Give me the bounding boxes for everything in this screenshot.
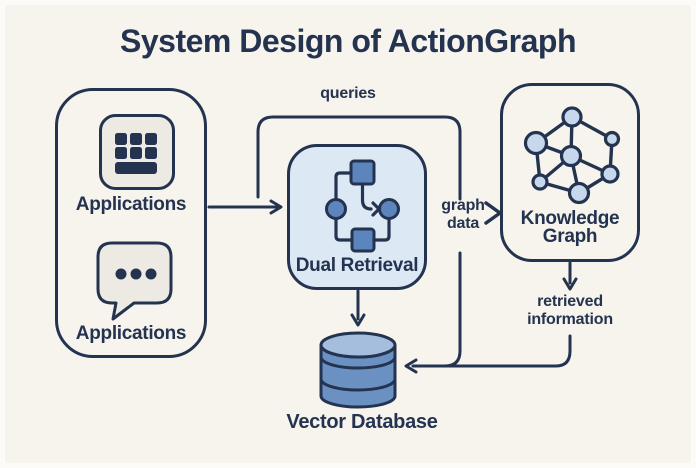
workflow-icon (325, 159, 400, 253)
into-vectordb-arrowhead (404, 358, 418, 374)
applications-label: Applications (75, 194, 187, 215)
dual-down-arrowhead (350, 313, 366, 327)
retrieved-information-edge-label: retrieved information (527, 293, 613, 328)
vector-database-label: Vector Database (286, 411, 438, 433)
grid-apps-icon (99, 114, 175, 190)
applications-label: Applications (75, 323, 187, 344)
knowledge-graph-label: Knowledge Graph (520, 208, 620, 247)
queries-line-lower (443, 251, 462, 368)
apps-to-dual-arrowhead (269, 199, 283, 215)
dual-retrieval-label: Dual Retrieval (295, 255, 419, 276)
kg-down-arrowhead (562, 277, 578, 291)
chat-bubble-icon (96, 241, 173, 321)
dual-retrieval-box: Dual Retrieval (287, 144, 427, 290)
knowledge-graph-box: Knowledge Graph (500, 83, 640, 262)
database-cylinder-icon (319, 331, 397, 409)
retrieved-info-line (554, 334, 572, 368)
applications-group-box: Applications Applications (55, 88, 207, 358)
graph-data-edge-label: graph data (441, 197, 485, 232)
page-title: System Design of ActionGraph (120, 23, 577, 59)
network-graph-icon (523, 106, 621, 205)
queries-edge-label: queries (320, 85, 376, 102)
